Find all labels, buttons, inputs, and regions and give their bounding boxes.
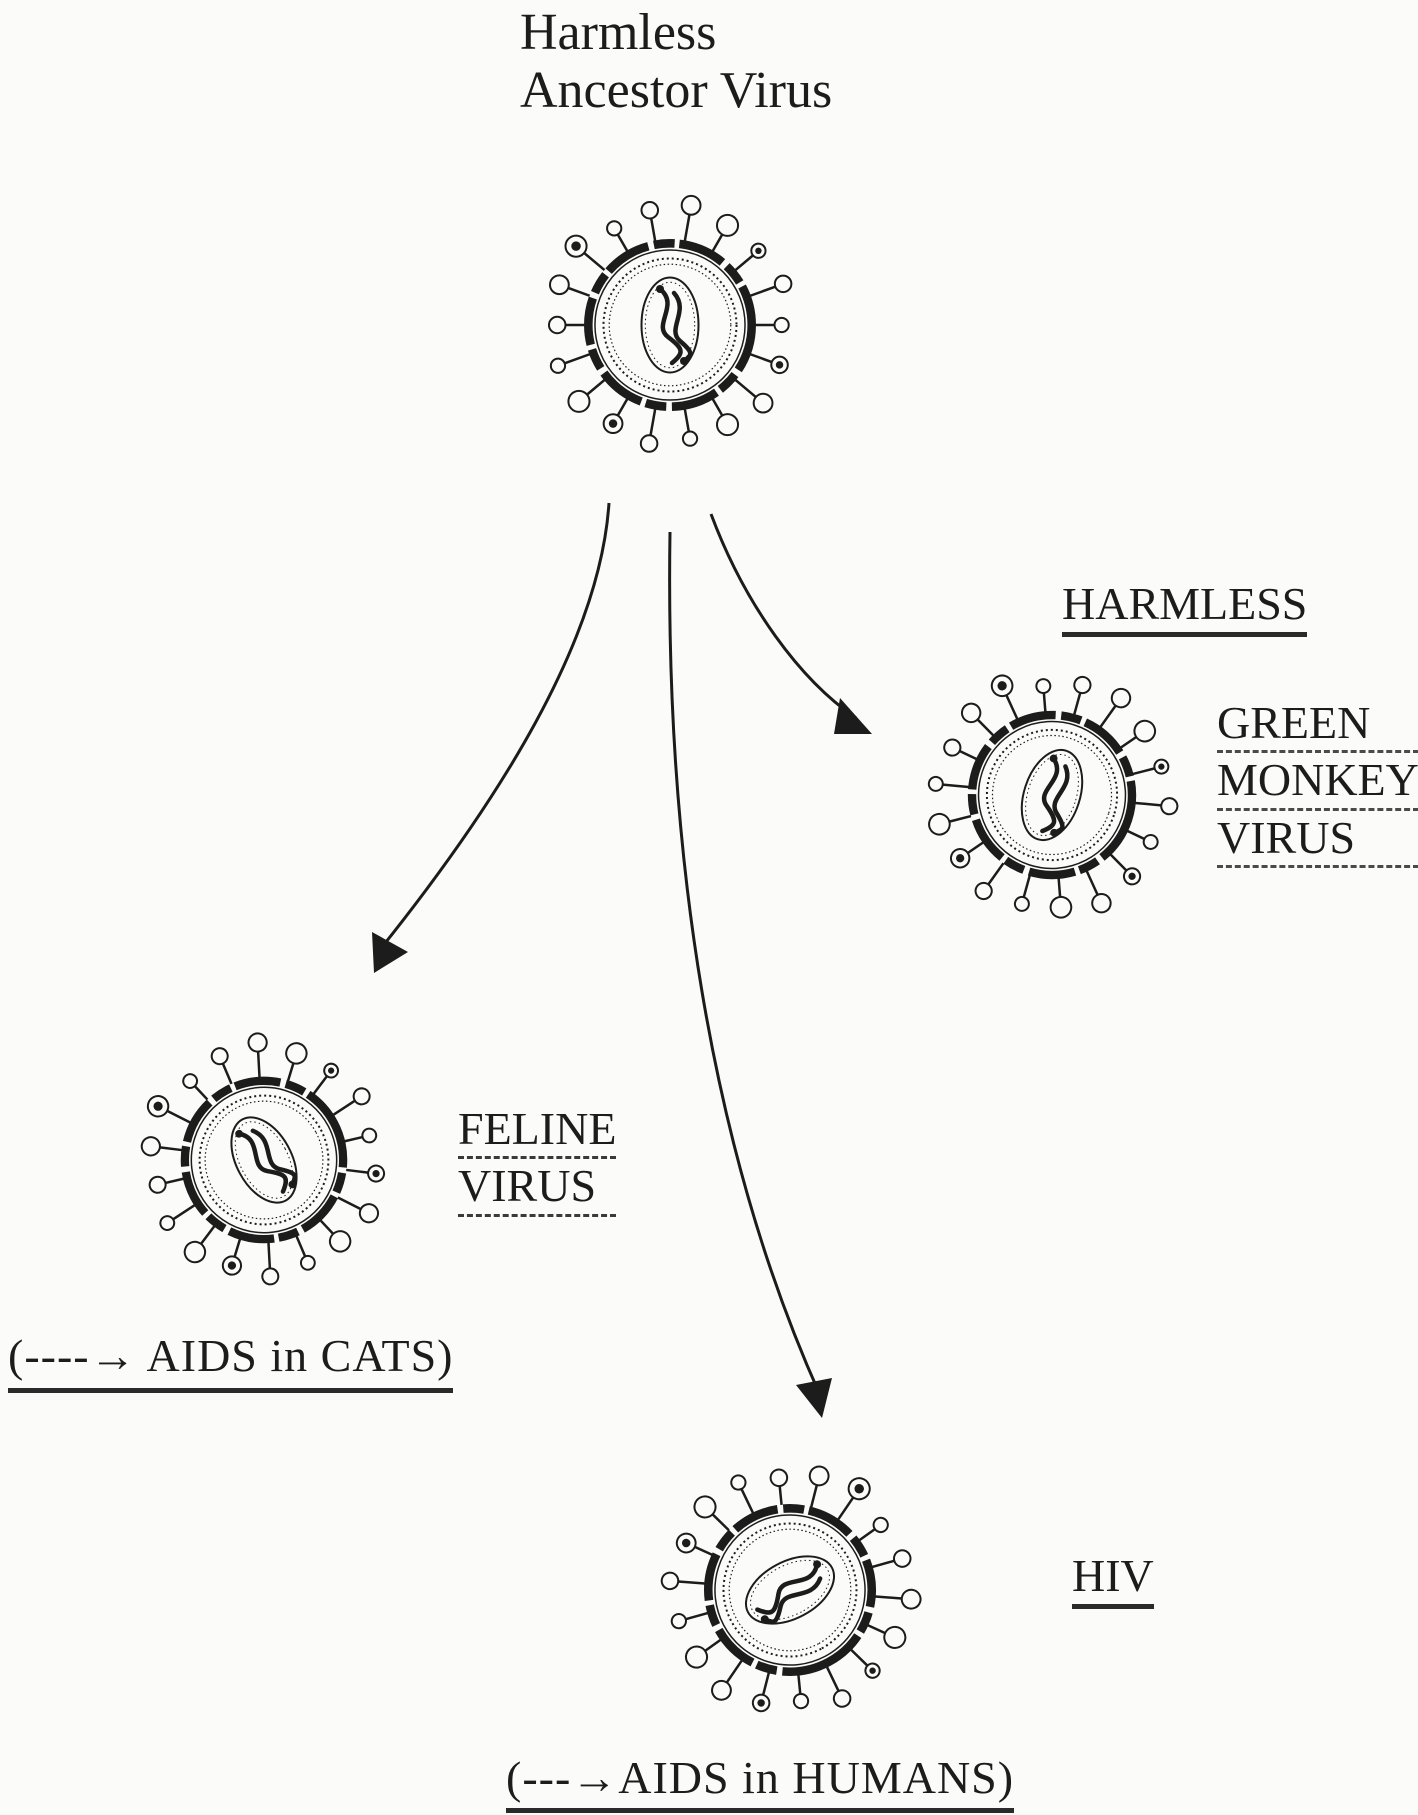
hiv-label: HIV — [1072, 1550, 1154, 1609]
aids-in-humans-note: (---→AIDS in HUMANS) — [506, 1752, 1014, 1813]
aids-in-cats-note: (----→ AIDS in CATS) — [8, 1330, 453, 1393]
green-monkey-line1: GREEN — [1217, 696, 1418, 753]
feline-line2: VIRUS — [458, 1159, 616, 1216]
harmless-tag: HARMLESS — [1062, 578, 1307, 637]
green-monkey-virus-label: GREEN MONKEY VIRUS — [1217, 696, 1418, 868]
ancestor-title-line1: Harmless — [520, 4, 832, 62]
feline-virus-label: FELINE VIRUS — [458, 1102, 616, 1217]
hiv-virus — [621, 1421, 958, 1762]
arrow-to-hiv — [670, 532, 832, 1418]
arrow-to-feline — [372, 503, 609, 973]
arrowhead-green-monkey — [834, 698, 872, 734]
arrow-to-green-monkey — [711, 514, 872, 734]
feline-virus — [100, 995, 429, 1321]
green-monkey-line2: MONKEY — [1217, 753, 1418, 810]
ancestor-virus-label: Harmless Ancestor Virus — [520, 4, 832, 120]
green-monkey-virus — [900, 641, 1207, 948]
feline-line1: FELINE — [458, 1102, 616, 1159]
ancestor-virus — [549, 196, 791, 452]
green-monkey-line3: VIRUS — [1217, 811, 1418, 868]
ancestor-title-line2: Ancestor Virus — [520, 62, 832, 120]
arrowhead-hiv — [796, 1378, 832, 1418]
